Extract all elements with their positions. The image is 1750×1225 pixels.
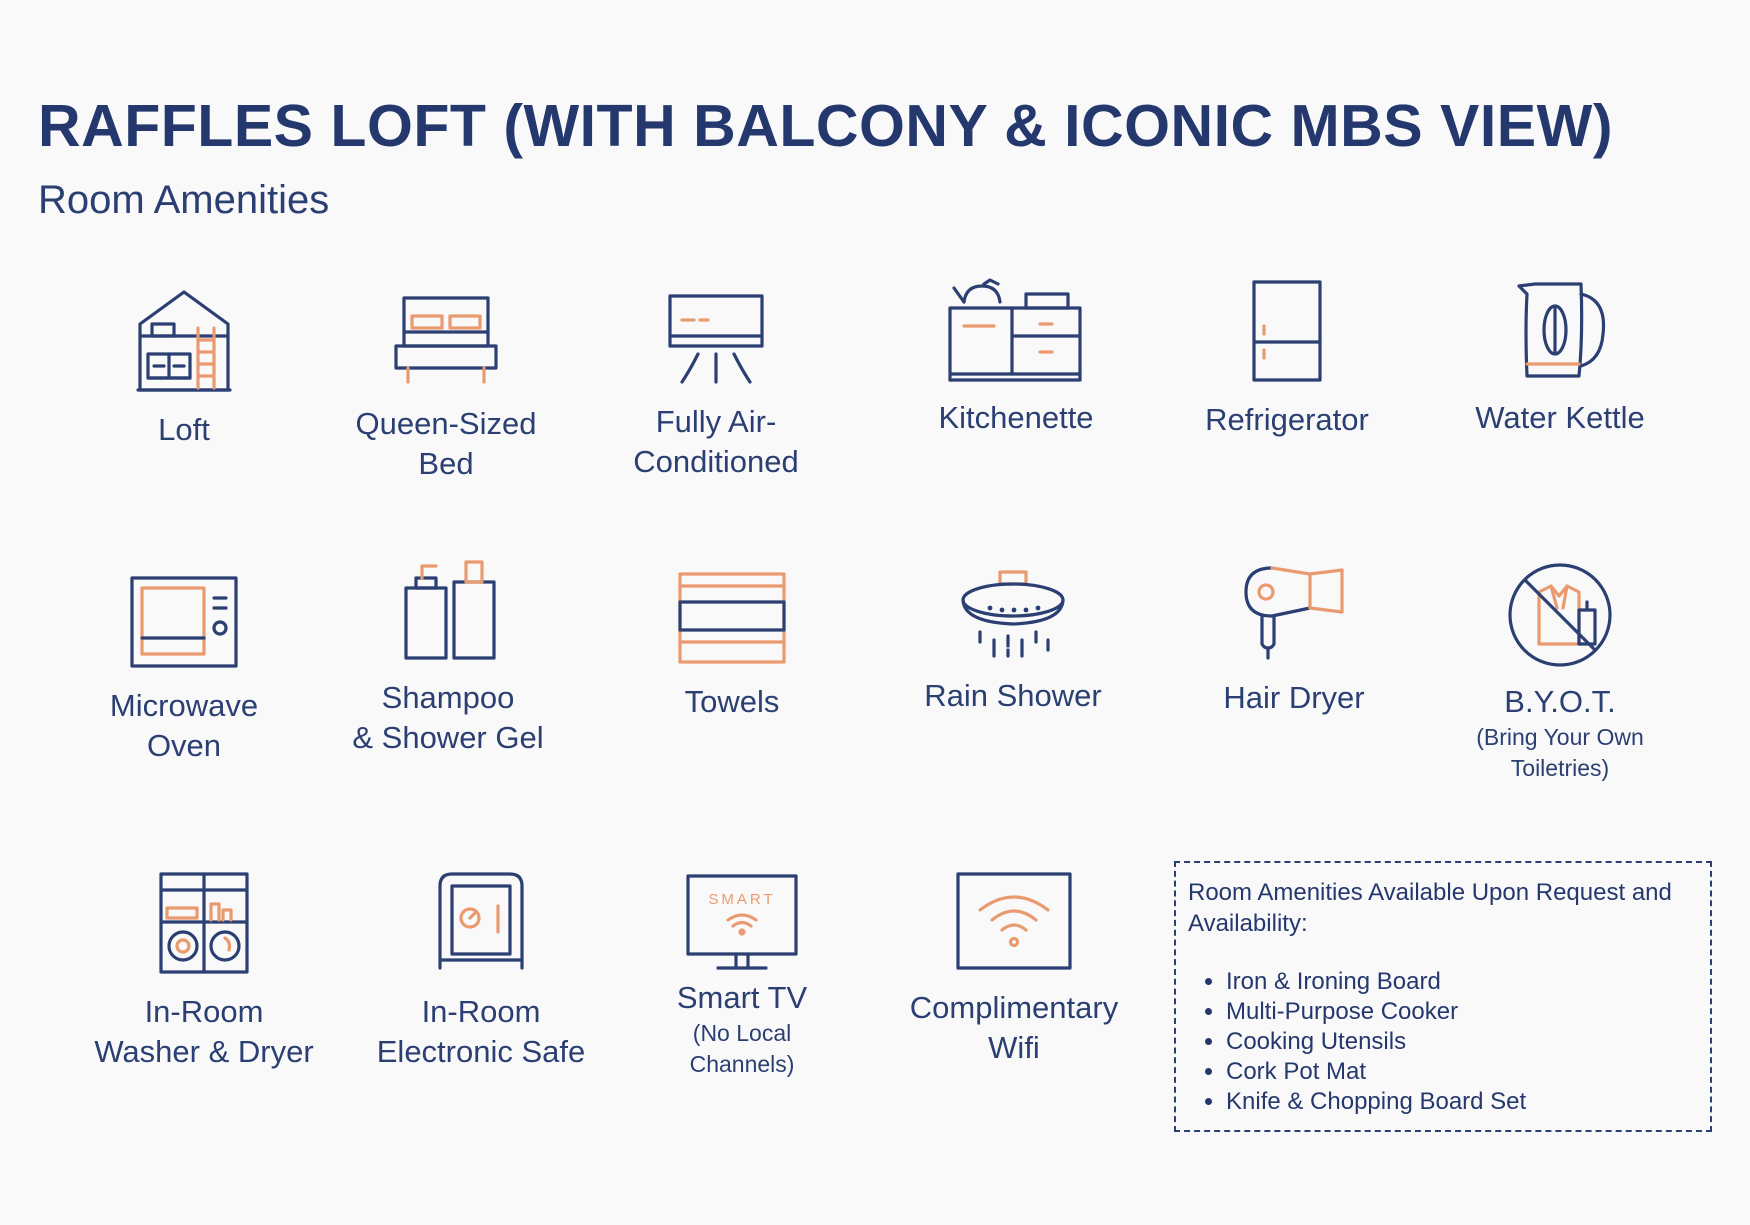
amenity-label: Microwave Oven [109, 688, 259, 763]
water-kettle-icon [1517, 282, 1606, 378]
amenity-label: Loft [158, 412, 210, 447]
refrigerator-icon [1252, 280, 1322, 382]
loft-icon [136, 290, 232, 392]
amenity-label: Queen-Sized Bed [355, 406, 537, 481]
wifi-icon [956, 872, 1072, 970]
page-subtitle: Room Amenities [38, 178, 330, 222]
amenity-microwave: Microwave Oven [54, 576, 314, 766]
amenity-label: Hair Dryer [1223, 680, 1365, 715]
smart-screen-text: SMART [708, 891, 775, 908]
amenity-safe: In-Room Electronic Safe [351, 872, 611, 1072]
amenity-label: Fully Air- Conditioned [633, 404, 799, 479]
amenity-label: Refrigerator [1205, 402, 1369, 437]
amenity-towels: Towels [602, 572, 862, 722]
rain-shower-icon [961, 570, 1065, 658]
bed-icon [394, 296, 498, 384]
towels-icon [678, 572, 786, 664]
amenity-kitchenette: Kitchenette [886, 278, 1146, 438]
amenity-shampoo-shower-gel: Shampoo & Shower Gel [318, 560, 578, 758]
amenity-label: Kitchenette [938, 400, 1094, 435]
upon-request-list: Iron & Ironing Board Multi-Purpose Cooke… [1188, 967, 1698, 1117]
amenity-hair-dryer: Hair Dryer [1164, 564, 1424, 718]
amenity-wifi: Complimentary Wifi [884, 872, 1144, 1068]
amenity-loft: Loft [54, 288, 314, 450]
kitchenette-icon [948, 278, 1082, 382]
amenity-washer-dryer: In-Room Washer & Dryer [74, 872, 334, 1072]
amenity-label: In-Room Electronic Safe [376, 994, 586, 1069]
amenity-air-conditioner: Fully Air- Conditioned [586, 294, 846, 482]
smart-tv-icon: SMART [686, 874, 798, 970]
list-item: Cork Pot Mat [1226, 1057, 1698, 1087]
amenity-byot: B.Y.O.T. (Bring Your Own Toiletries) [1430, 562, 1690, 784]
amenity-label: Complimentary Wifi [909, 990, 1119, 1065]
microwave-icon [130, 576, 238, 668]
amenity-label: Towels [684, 684, 780, 719]
amenity-label: Rain Shower [924, 678, 1102, 713]
amenity-refrigerator: Refrigerator [1157, 280, 1417, 440]
amenity-rain-shower: Rain Shower [883, 570, 1143, 716]
hair-dryer-icon [1244, 566, 1344, 660]
amenity-note: (Bring Your Own Toiletries) [1476, 724, 1644, 781]
toiletries-bottles-icon [404, 560, 496, 660]
amenity-label: B.Y.O.T. [1504, 684, 1616, 719]
no-toiletries-icon [1508, 563, 1612, 667]
amenity-bed: Queen-Sized Bed [316, 296, 576, 484]
list-item: Cooking Utensils [1226, 1027, 1698, 1057]
list-item: Multi-Purpose Cooker [1226, 997, 1698, 1027]
amenity-water-kettle: Water Kettle [1430, 280, 1690, 438]
amenity-label: Smart TV [676, 980, 808, 1015]
amenity-label: In-Room Washer & Dryer [94, 994, 314, 1069]
list-item: Iron & Ironing Board [1226, 967, 1698, 997]
upon-request-heading: Room Amenities Available Upon Request an… [1188, 879, 1672, 937]
safe-icon [438, 872, 524, 970]
amenity-smart-tv: SMART Smart TV (No Local Channels) [612, 874, 872, 1080]
amenity-note: (No Local Channels) [689, 1020, 795, 1077]
page-title: RAFFLES LOFT (WITH BALCONY & ICONIC MBS … [38, 93, 1613, 159]
upon-request-box: Room Amenities Available Upon Request an… [1174, 861, 1712, 1132]
air-conditioner-icon [668, 294, 764, 384]
amenity-label: Shampoo & Shower Gel [352, 680, 544, 755]
amenity-label: Water Kettle [1475, 400, 1645, 435]
list-item: Knife & Chopping Board Set [1226, 1087, 1698, 1117]
washer-dryer-icon [159, 872, 249, 974]
